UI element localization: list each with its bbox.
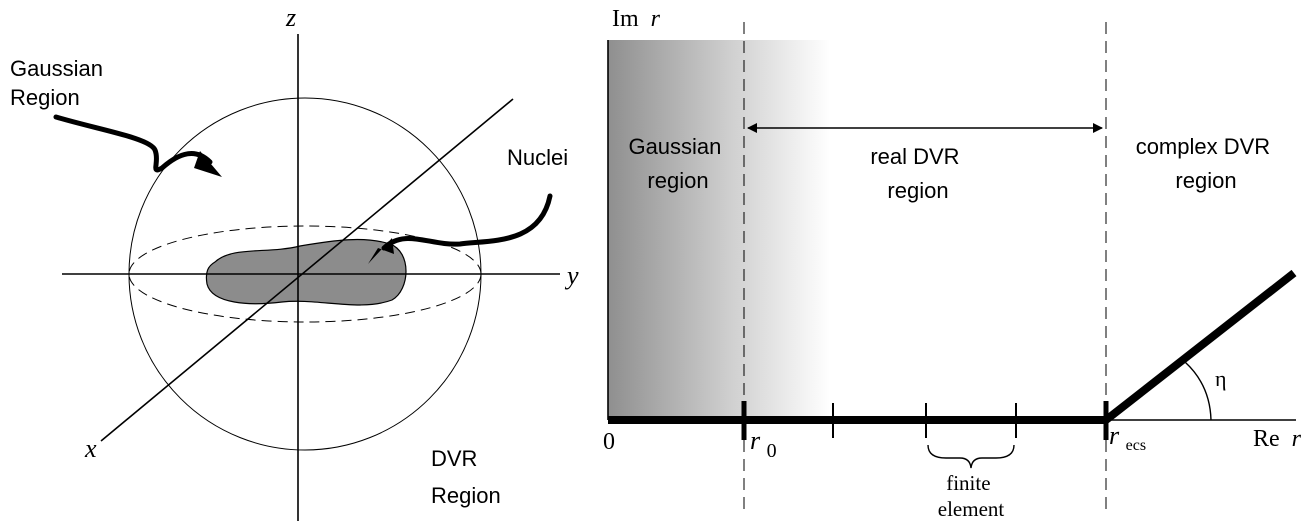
gaussian-region-right-line2: region <box>647 168 708 193</box>
complex-dvr-label-line2: region <box>1175 168 1236 193</box>
re-axis-var: r <box>1292 426 1302 452</box>
origin-label: 0 <box>603 429 615 455</box>
nuclei-arrowhead <box>368 238 394 264</box>
x-axis <box>100 98 514 442</box>
real-dvr-region-label: real DVR region <box>870 144 965 203</box>
nuclei-pointer-arrow <box>381 193 553 251</box>
gaussian-region-label: Gaussian Region <box>10 56 109 110</box>
im-axis-prefix: Im <box>612 6 639 32</box>
nuclei-blob <box>205 238 407 306</box>
dvr-region-label-line1: DVR <box>431 446 477 471</box>
dvr-region-label-line2: Region <box>431 483 501 508</box>
right-panel-ecs-diagram: Im r Re r 0 r 0 r ecs η Gaussian region … <box>603 6 1302 521</box>
r0-label: r 0 <box>750 426 777 462</box>
gaussian-arrowhead <box>194 151 222 177</box>
re-axis-label: Re r <box>1253 426 1302 452</box>
real-dvr-label-line2: region <box>887 178 948 203</box>
dvr-region-label: DVR Region <box>431 446 501 508</box>
gaussian-region-label-line1: Gaussian <box>10 56 103 81</box>
left-panel-3d-diagram: z y x Gaussian Region Nuclei DVR Region <box>10 3 579 521</box>
gaussian-pointer-arrow <box>53 114 213 173</box>
finite-element-brace <box>927 444 1015 469</box>
real-dvr-label-line1: real DVR <box>870 144 959 169</box>
recs-label-sub: ecs <box>1126 437 1146 454</box>
recs-label-var: r <box>1109 421 1120 450</box>
gaussian-region-label-right: Gaussian region <box>628 134 727 193</box>
complex-dvr-line <box>1103 269 1297 424</box>
finite-element-label: finite element <box>938 471 1005 521</box>
r0-label-sub: 0 <box>767 440 777 462</box>
gaussian-region-label-line2: Region <box>10 85 80 110</box>
re-axis-prefix: Re <box>1253 426 1280 452</box>
finite-element-line1: finite <box>946 471 990 495</box>
gaussian-shaded-region <box>608 40 830 420</box>
eta-label: η <box>1215 366 1227 391</box>
eta-angle-arc <box>1184 361 1212 421</box>
im-axis-label: Im r <box>612 6 661 32</box>
y-axis-label: y <box>564 261 579 290</box>
x-axis-label: x <box>84 434 97 463</box>
gaussian-region-right-line1: Gaussian <box>628 134 721 159</box>
nuclei-label: Nuclei <box>507 145 568 170</box>
z-axis-label: z <box>285 3 296 32</box>
r0-label-var: r <box>750 426 761 455</box>
im-axis-var: r <box>651 6 661 32</box>
finite-element-line2: element <box>938 497 1005 521</box>
complex-dvr-label-line1: complex DVR <box>1136 134 1270 159</box>
recs-label: r ecs <box>1109 421 1146 454</box>
complex-dvr-region-label: complex DVR region <box>1136 134 1277 193</box>
